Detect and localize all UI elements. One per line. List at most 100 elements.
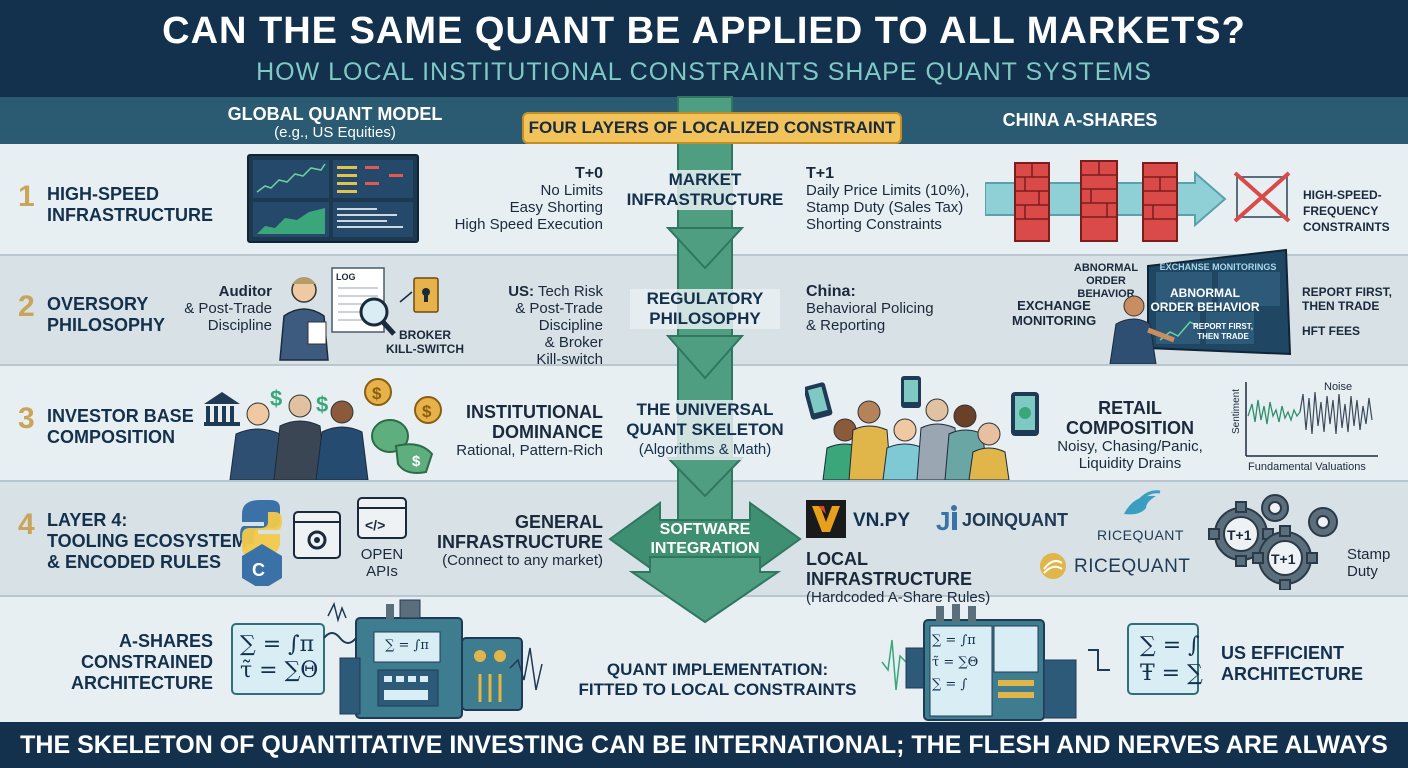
trading-dashboard-image: [247, 154, 419, 243]
chart-y-label: Sentiment: [1231, 389, 1242, 434]
text-line: & Broker: [544, 334, 603, 351]
text-line: BROKER: [398, 328, 451, 342]
formula-text: τ̃ = ∑Θ: [240, 658, 319, 683]
text-line: ORDER BEHAVIOR: [1077, 275, 1135, 300]
text-line: FREQUENCY: [1303, 204, 1379, 218]
businessman-icon: [273, 394, 327, 480]
svg-text:J: J: [936, 506, 950, 536]
text-line: High Speed Execution: [454, 216, 603, 233]
text-line: MONITORING: [1012, 313, 1097, 328]
text-line: Noisy, Chasing/Panic,: [1057, 438, 1203, 455]
coin-icon: $: [414, 396, 442, 424]
text-head: INFRASTRUCTURE: [437, 532, 603, 552]
a-shares-architecture-label: A-SHARES CONSTRAINED ARCHITECTURE: [70, 631, 213, 694]
chevron-down-icon: [665, 335, 745, 380]
institutional-investors-illustration: $$ $ $ $: [204, 378, 442, 480]
text-line: REPORT FIRST,: [1302, 285, 1393, 299]
svg-text:$: $: [412, 453, 421, 470]
layer-3-label: THE UNIVERSAL QUANT SKELETON (Algorithms…: [622, 400, 788, 460]
row-title-line: LAYER 4:: [47, 510, 128, 530]
text-line: Behavioral Policing: [806, 300, 934, 317]
row-number: 1: [18, 180, 35, 213]
text-line: & Reporting: [806, 317, 886, 334]
cross-mark-icon: [1233, 171, 1291, 223]
text-line: ARCHITECTURE: [1221, 664, 1363, 684]
text-line: ABNORMAL: [1073, 262, 1139, 274]
footer-banner: THE SKELETON OF QUANTITATIVE INVESTING C…: [0, 722, 1408, 768]
magnifier-icon: [359, 297, 396, 336]
text-line: (Algorithms & Math): [638, 441, 772, 458]
row-title-line: & ENCODED RULES: [47, 552, 222, 572]
text-line: (Hardcoded A-Share Rules): [806, 589, 991, 606]
hft-constraints-callout: HIGH-SPEED- FREQUENCY CONSTRAINTS: [1303, 187, 1390, 235]
gear-icon: [1261, 494, 1289, 522]
row-number: 3: [18, 402, 35, 435]
brick-wall-icon: [1014, 162, 1050, 242]
text-line: Rational, Pattern-Rich: [456, 442, 603, 459]
text-head: GENERAL: [514, 512, 603, 532]
formula-text: τ̃ = ∑Θ: [932, 655, 979, 670]
text-line: QUANT IMPLEMENTATION:: [606, 660, 829, 679]
vnpy-logo-icon: [806, 500, 846, 538]
screen-title: EXCHANSE MONITORINGS: [1159, 262, 1277, 272]
retail-investors-illustration: [805, 376, 1039, 480]
china-market-conditions: T+1 Daily Price Limits (10%), Stamp Duty…: [806, 165, 996, 233]
noise-line: [1299, 391, 1373, 435]
row-title-line: HIGH-SPEED: [47, 184, 160, 204]
text-line: CONSTRAINTS: [1303, 220, 1390, 234]
text-line: THEN TRADE: [1302, 299, 1380, 313]
layer-2-label: REGULATORY PHILOSOPHY: [630, 289, 780, 329]
formula-box-right: ∑ = ∫ Ŧ = ∑: [1140, 632, 1203, 688]
vnpy-logo-text: VN.PY: [853, 510, 911, 531]
local-infrastructure-text: LOCAL INFRASTRUCTURE (Hardcoded A-Share …: [806, 549, 1026, 606]
text-head: LOCAL INFRASTRUCTURE: [806, 549, 972, 589]
auditor-person-icon: [279, 277, 329, 361]
smartphone-icon: [1011, 392, 1039, 436]
row-number: 2: [18, 290, 35, 323]
row-title: OVERSORY PHILOSOPHY: [47, 294, 165, 336]
row-number: 4: [18, 508, 35, 541]
brick-wall-icon: [1142, 162, 1178, 242]
kill-switch-label: BROKER KILL-SWITCH: [385, 328, 465, 356]
text-line: Kill-switch: [536, 351, 603, 368]
retail-composition-text: RETAIL COMPOSITION Noisy, Chasing/Panic,…: [1055, 398, 1205, 472]
us-architecture-label: US EFFICIENT ARCHITECTURE: [1221, 643, 1363, 685]
text-line: KILL-SWITCH: [386, 342, 464, 356]
joinquant-logo-icon: J: [936, 505, 957, 536]
gears-illustration: T+1 T+1: [1208, 494, 1338, 590]
layer-4-label: SOFTWARE INTEGRATION: [630, 520, 780, 558]
cpp-logo-icon: C: [242, 544, 282, 586]
svg-text:$: $: [422, 402, 432, 421]
auditor-illustration: LOG: [279, 267, 439, 361]
text-line: PHILOSOPHY: [649, 309, 761, 328]
text-line: Stamp: [1347, 546, 1391, 563]
text-line: Auditor: [218, 283, 272, 300]
chevron-down-icon: [665, 227, 745, 270]
code-window-icon: </>: [357, 497, 407, 539]
text-line: INTEGRATION: [650, 540, 760, 557]
text-head: RETAIL: [1098, 398, 1162, 418]
text-line: & Post-Trade: [184, 300, 272, 317]
text-line: ORDER BEHAVIOR: [1150, 300, 1260, 314]
gear-icon: [1252, 525, 1318, 590]
text-head: INSTITUTIONAL: [466, 402, 603, 422]
smartphone-icon: [901, 376, 921, 408]
bank-icon: [204, 392, 240, 426]
gear-label: T+1: [1227, 527, 1252, 543]
text-line: OPEN: [360, 546, 404, 563]
gear-label: T+1: [1271, 551, 1296, 567]
text-line: No Limits: [540, 182, 603, 199]
auditor-label: Auditor & Post-Trade Discipline: [170, 283, 272, 334]
python-logo-icon: [240, 500, 282, 556]
page-subtitle: HOW LOCAL INSTITUTIONAL CONSTRAINTS SHAP…: [256, 58, 1152, 86]
hft-fees-callout: HFT FEES: [1302, 324, 1361, 338]
gear-icon: [1308, 507, 1338, 537]
chart-annotation: Noise: [1324, 381, 1352, 393]
text-line: HIGH-SPEED-: [1303, 188, 1382, 202]
text-line: ARCHITECTURE: [71, 673, 213, 693]
text-line: A-SHARES: [118, 631, 213, 651]
person-icon: [1109, 295, 1175, 364]
general-infrastructure-text: GENERAL INFRASTRUCTURE (Connect to any m…: [430, 512, 603, 569]
ricequant-bird-icon: [1124, 490, 1161, 515]
text-line: Easy Shorting: [509, 199, 603, 216]
